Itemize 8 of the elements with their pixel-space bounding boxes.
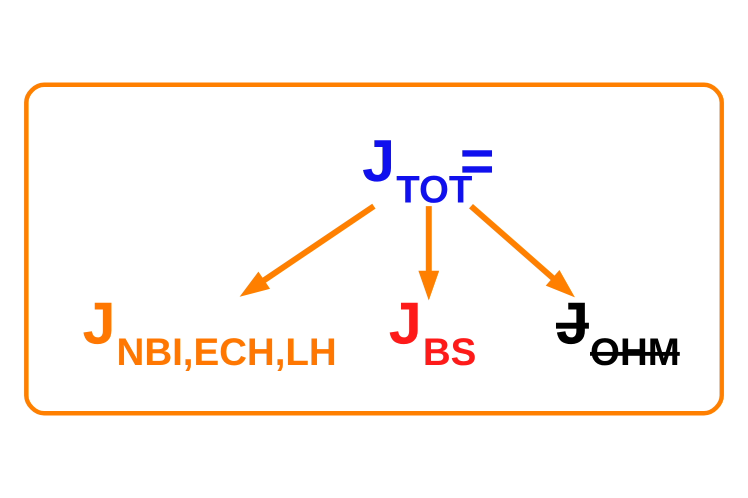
node-text: J$_{BS}$ <box>388 290 476 374</box>
arrow <box>240 204 376 297</box>
node-text: J$_{NBI,ECH,LH}$ <box>82 290 337 374</box>
node-text: J$_{OHM}$ <box>556 290 680 374</box>
arrow <box>469 204 575 298</box>
node-text: J$_{TOT}$= <box>362 126 494 212</box>
arrow <box>418 206 440 300</box>
cluster <box>24 82 724 416</box>
